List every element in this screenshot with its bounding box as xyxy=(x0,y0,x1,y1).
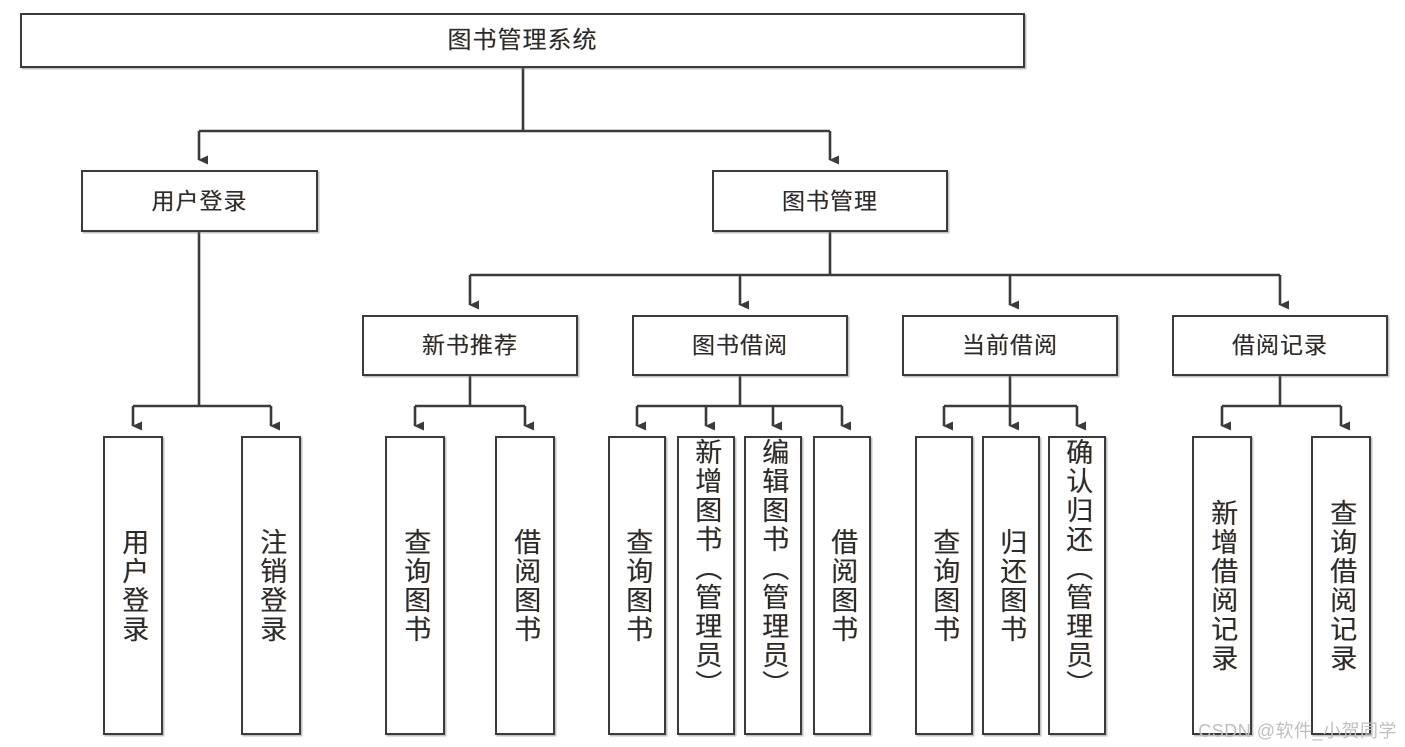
node-label: 借阅图书 xyxy=(510,527,541,644)
node-root-system[interactable]: 图书管理系统 xyxy=(20,13,1025,68)
leaf-query-book-borrow[interactable]: 查询图书 xyxy=(608,436,666,735)
node-label: 查询图书 xyxy=(622,527,653,644)
node-label: 注销登录 xyxy=(256,527,287,644)
node-label: 借阅图书 xyxy=(827,527,858,644)
leaf-add-book-admin[interactable]: 新增图书（管理员） xyxy=(677,436,735,735)
node-label: 借阅记录 xyxy=(1232,332,1328,358)
leaf-query-book-current[interactable]: 查询图书 xyxy=(915,436,973,735)
node-label: 图书借阅 xyxy=(692,332,788,358)
node-label: 图书管理 xyxy=(782,187,878,214)
leaf-return-book[interactable]: 归还图书 xyxy=(982,436,1040,735)
node-label: 确认归还（管理员） xyxy=(1062,438,1093,699)
node-label: 查询图书 xyxy=(929,527,960,644)
node-label: 归还图书 xyxy=(996,527,1027,644)
leaf-borrow-book-recommend[interactable]: 借阅图书 xyxy=(495,436,555,735)
node-label: 用户登录 xyxy=(118,527,149,644)
node-label: 图书管理系统 xyxy=(447,26,598,54)
node-label: 新增图书（管理员） xyxy=(691,438,722,699)
node-user-login[interactable]: 用户登录 xyxy=(81,170,318,232)
node-label: 编辑图书（管理员） xyxy=(758,438,789,699)
watermark-text: CSDN @软件_小贺同学 xyxy=(1198,721,1397,741)
leaf-add-borrow-record[interactable]: 新增借阅记录 xyxy=(1192,436,1252,735)
node-borrow-record[interactable]: 借阅记录 xyxy=(1172,315,1388,376)
leaf-borrow-book[interactable]: 借阅图书 xyxy=(813,436,871,735)
node-book-management[interactable]: 图书管理 xyxy=(712,170,948,232)
leaf-logout[interactable]: 注销登录 xyxy=(241,436,301,735)
node-label: 查询借阅记录 xyxy=(1326,498,1357,673)
node-label: 用户登录 xyxy=(151,187,248,214)
node-label: 新书推荐 xyxy=(422,332,518,358)
node-current-borrow[interactable]: 当前借阅 xyxy=(902,315,1118,376)
leaf-edit-book-admin[interactable]: 编辑图书（管理员） xyxy=(744,436,802,735)
leaf-confirm-return-admin[interactable]: 确认归还（管理员） xyxy=(1048,436,1106,735)
leaf-query-book-recommend[interactable]: 查询图书 xyxy=(385,436,445,735)
node-label: 查询图书 xyxy=(400,527,431,644)
node-new-book-recommend[interactable]: 新书推荐 xyxy=(362,315,578,376)
leaf-query-borrow-record[interactable]: 查询借阅记录 xyxy=(1311,436,1371,735)
leaf-user-login[interactable]: 用户登录 xyxy=(103,436,163,735)
node-book-borrow[interactable]: 图书借阅 xyxy=(632,315,848,376)
node-label: 当前借阅 xyxy=(962,332,1058,358)
node-label: 新增借阅记录 xyxy=(1207,498,1238,673)
